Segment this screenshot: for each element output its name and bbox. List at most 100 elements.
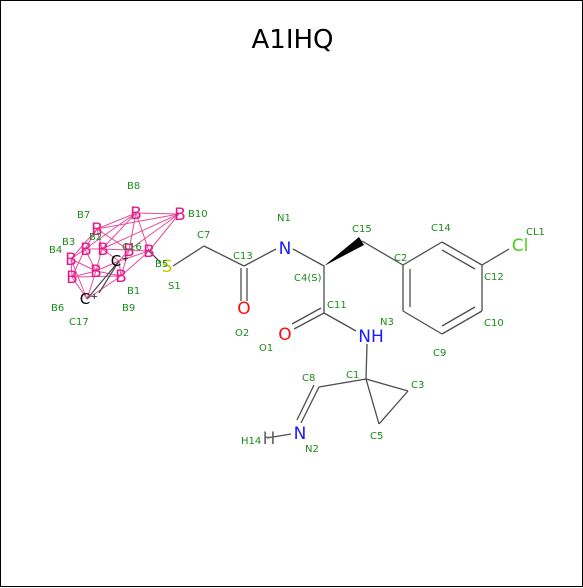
atom-boron: B [115,267,127,287]
cage-bond [120,249,130,277]
atom-oxygen: O [278,325,291,345]
cage-bond [118,249,130,262]
atom-label: C8 [302,373,315,384]
cage-bond [71,275,122,278]
bond [293,312,325,330]
atom-label: N3 [380,317,394,328]
atom-label: C2 [394,253,407,264]
bond [148,250,162,264]
cage-bond [86,270,97,300]
atom-label: C16 [122,242,142,253]
bond [365,378,409,392]
atom-imine-nitrogen: N [294,424,307,444]
bond [441,249,476,270]
atom-label: C9 [433,348,446,359]
atom-label: C12 [484,272,504,283]
atom-label: C3 [411,380,424,391]
cage-bond [148,213,180,252]
atom-label: C5 [370,431,383,442]
atom-boron: B [80,240,92,260]
atom-label: B1 [127,286,140,297]
atom-label: C14 [431,223,451,234]
atom-label: B3 [62,237,75,248]
cage-bond [70,258,97,272]
molecule-title: A1IHQ [251,25,334,55]
cage-bond [84,248,97,272]
bond [402,310,443,335]
bond [300,386,320,424]
atom-label: C11 [327,300,347,311]
bond [441,310,483,335]
atom-label: C17 [69,317,89,328]
bond [203,245,245,267]
atom-label: N1 [277,213,291,224]
bond [266,433,292,439]
atom-label: C10 [484,318,504,329]
atom-name-labels: B8 B10 B7 B3 B4 B2 C16 B5 B1 B9 B6 C17 S… [49,181,545,455]
cage-bond [84,212,137,250]
cage-bond [128,249,150,252]
bond [318,378,367,388]
cage-carbon-bond [86,260,120,300]
bond [365,343,368,380]
bond [441,241,483,266]
cage-bond [70,248,86,260]
atom-oxygen: O [237,299,250,319]
atom-boron: B [91,220,103,240]
bond [441,306,476,327]
cage-bond [96,213,180,230]
cage-bond [70,258,88,300]
atom-boron: B [143,242,155,262]
cage-bond [128,212,137,251]
atom-label: N2 [305,444,319,455]
atom-label: B10 [188,209,208,220]
bond [323,312,357,332]
bond [296,384,315,421]
atom-sulfur: S [162,257,173,277]
atom-label: B9 [122,303,135,314]
atom-label: C7 [197,230,210,241]
atom-label: O1 [259,343,273,354]
atom-boron: B [123,241,135,261]
bond [402,241,443,266]
atom-label: B8 [127,181,140,192]
cage-bond [71,248,86,278]
cage-bond [120,250,150,277]
atom-label: B2 [89,232,102,243]
bond [378,390,409,425]
atom-nitrogen: N [279,239,292,259]
atom-label: O2 [235,328,249,339]
cage-bond [101,212,137,250]
atom-label: CL1 [526,227,545,238]
atom-label: C15 [352,224,372,235]
stereo-wedge-bond [324,237,364,266]
cage-bond [96,212,137,230]
cage-bond [135,212,150,252]
atom-label: B4 [49,245,62,256]
atom-boron: B [66,268,78,288]
cage-bond [135,212,180,215]
atom-boron: B [65,250,77,270]
cage-bond [96,228,103,250]
atom-label: C4(S) [294,273,322,284]
atom-cage-carbon-cation: C⁺ [111,252,129,270]
atom-label: C1 [346,370,359,381]
atom-boron: B [90,262,102,282]
bond [481,248,510,266]
cage-bond [128,213,180,251]
cage-bond [101,213,180,250]
atom-label: H14 [241,436,261,447]
atom-label: S1 [168,281,181,292]
atom-hydrogen: H [263,429,276,449]
skeleton-bonds [148,240,510,439]
cage-bond [101,248,120,262]
cage-bond [118,260,122,277]
bond [172,245,205,267]
cage-bond [96,228,130,251]
cage-bond [95,260,120,272]
atom-label: B5 [155,259,168,270]
bond [291,307,322,325]
bond [361,240,404,266]
